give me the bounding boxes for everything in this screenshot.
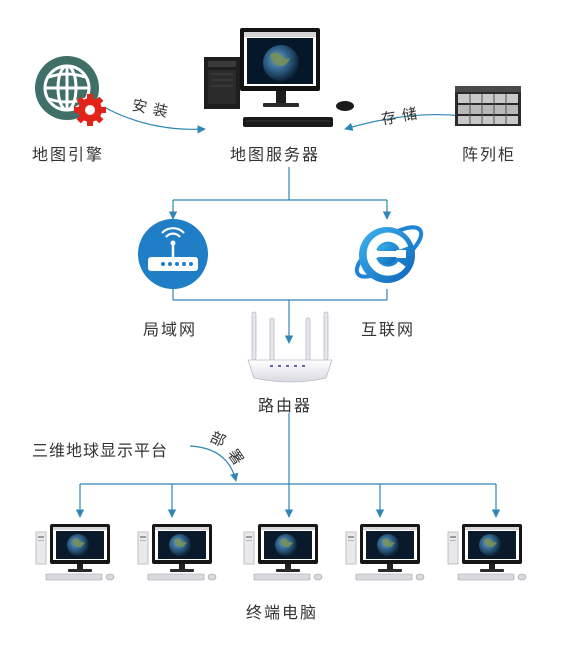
platform-label: 三维地球显示平台 — [32, 441, 169, 460]
store-label: 存储 — [380, 103, 425, 128]
terminals-label: 终端电脑 — [246, 603, 319, 622]
disk-array-icon — [455, 86, 521, 126]
terminal-computer — [137, 523, 217, 581]
deploy-label-1: 部 — [207, 428, 228, 451]
internet-explorer-icon — [354, 225, 424, 283]
router-label: 路由器 — [258, 396, 313, 415]
terminal-computer — [243, 523, 323, 581]
wifi-router-icon — [247, 311, 333, 383]
install-arrow — [103, 106, 206, 134]
internet-label: 互联网 — [361, 320, 416, 339]
connectors — [75, 106, 501, 518]
terminal-computer — [345, 523, 425, 581]
deploy-label-2: 署 — [224, 446, 247, 469]
install-label: 安装 — [130, 96, 175, 122]
lan-label: 局域网 — [143, 320, 198, 339]
disk-array-label: 阵列柜 — [462, 145, 517, 164]
store-arrow — [344, 113, 463, 131]
gear-icon — [74, 94, 106, 126]
map-server-label: 地图服务器 — [230, 145, 321, 164]
map-engine-globe-icon — [35, 56, 106, 126]
terminal-computer — [447, 523, 527, 581]
map-engine-label: 地图引擎 — [32, 145, 105, 164]
lan-router-icon — [138, 219, 208, 289]
terminal-computers — [35, 523, 527, 581]
terminal-computer — [35, 523, 115, 581]
map-server-icon — [204, 28, 354, 127]
deploy-arrow — [189, 445, 239, 482]
